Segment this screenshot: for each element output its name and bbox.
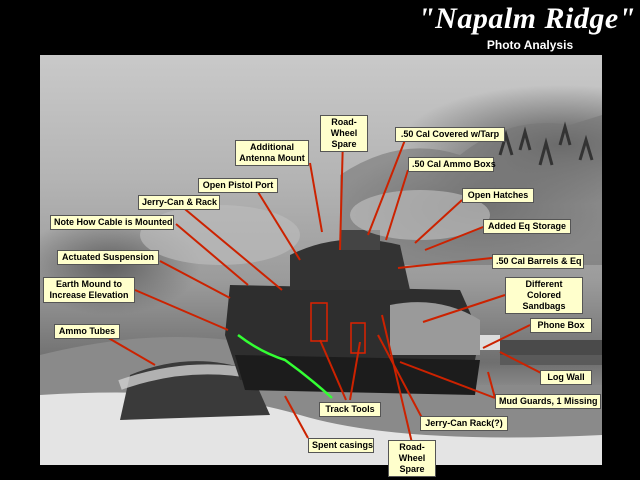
label-jerry-can-rack: Jerry-Can & Rack: [138, 195, 220, 210]
label-open-pistol-port: Open Pistol Port: [198, 178, 278, 193]
label-phone-box: Phone Box: [530, 318, 592, 333]
label-different-sandbags: Different Colored Sandbags: [505, 277, 583, 314]
label-ammo-tubes: Ammo Tubes: [54, 324, 120, 339]
label-jerry-can-rack-q: Jerry-Can Rack(?): [420, 416, 508, 431]
label-added-eq-storage: Added Eq Storage: [483, 219, 571, 234]
label-cal50-ammo-boxs: .50 Cal Ammo Boxs: [408, 157, 496, 172]
label-mud-guards: Mud Guards, 1 Missing: [495, 394, 601, 409]
label-track-tools: Track Tools: [319, 402, 381, 417]
label-earth-mound: Earth Mound to Increase Elevation: [43, 277, 135, 303]
label-road-wheel-spare-top: Road-Wheel Spare: [320, 115, 368, 152]
label-road-wheel-spare-bottom: Road-Wheel Spare: [388, 440, 436, 477]
label-note-cable: Note How Cable is Mounted: [50, 215, 174, 230]
label-actuated-suspension: Actuated Suspension: [57, 250, 159, 265]
label-log-wall: Log Wall: [540, 370, 592, 385]
label-open-hatches: Open Hatches: [462, 188, 534, 203]
label-cal50-covered: .50 Cal Covered w/Tarp: [395, 127, 505, 142]
label-spent-casings: Spent casings: [308, 438, 374, 453]
page-subtitle: Photo Analysis: [486, 38, 574, 52]
label-additional-antenna: Additional Antenna Mount: [235, 140, 309, 166]
label-cal50-barrels: .50 Cal Barrels & Eq: [492, 254, 584, 269]
page-title: "Napalm Ridge": [418, 2, 636, 35]
